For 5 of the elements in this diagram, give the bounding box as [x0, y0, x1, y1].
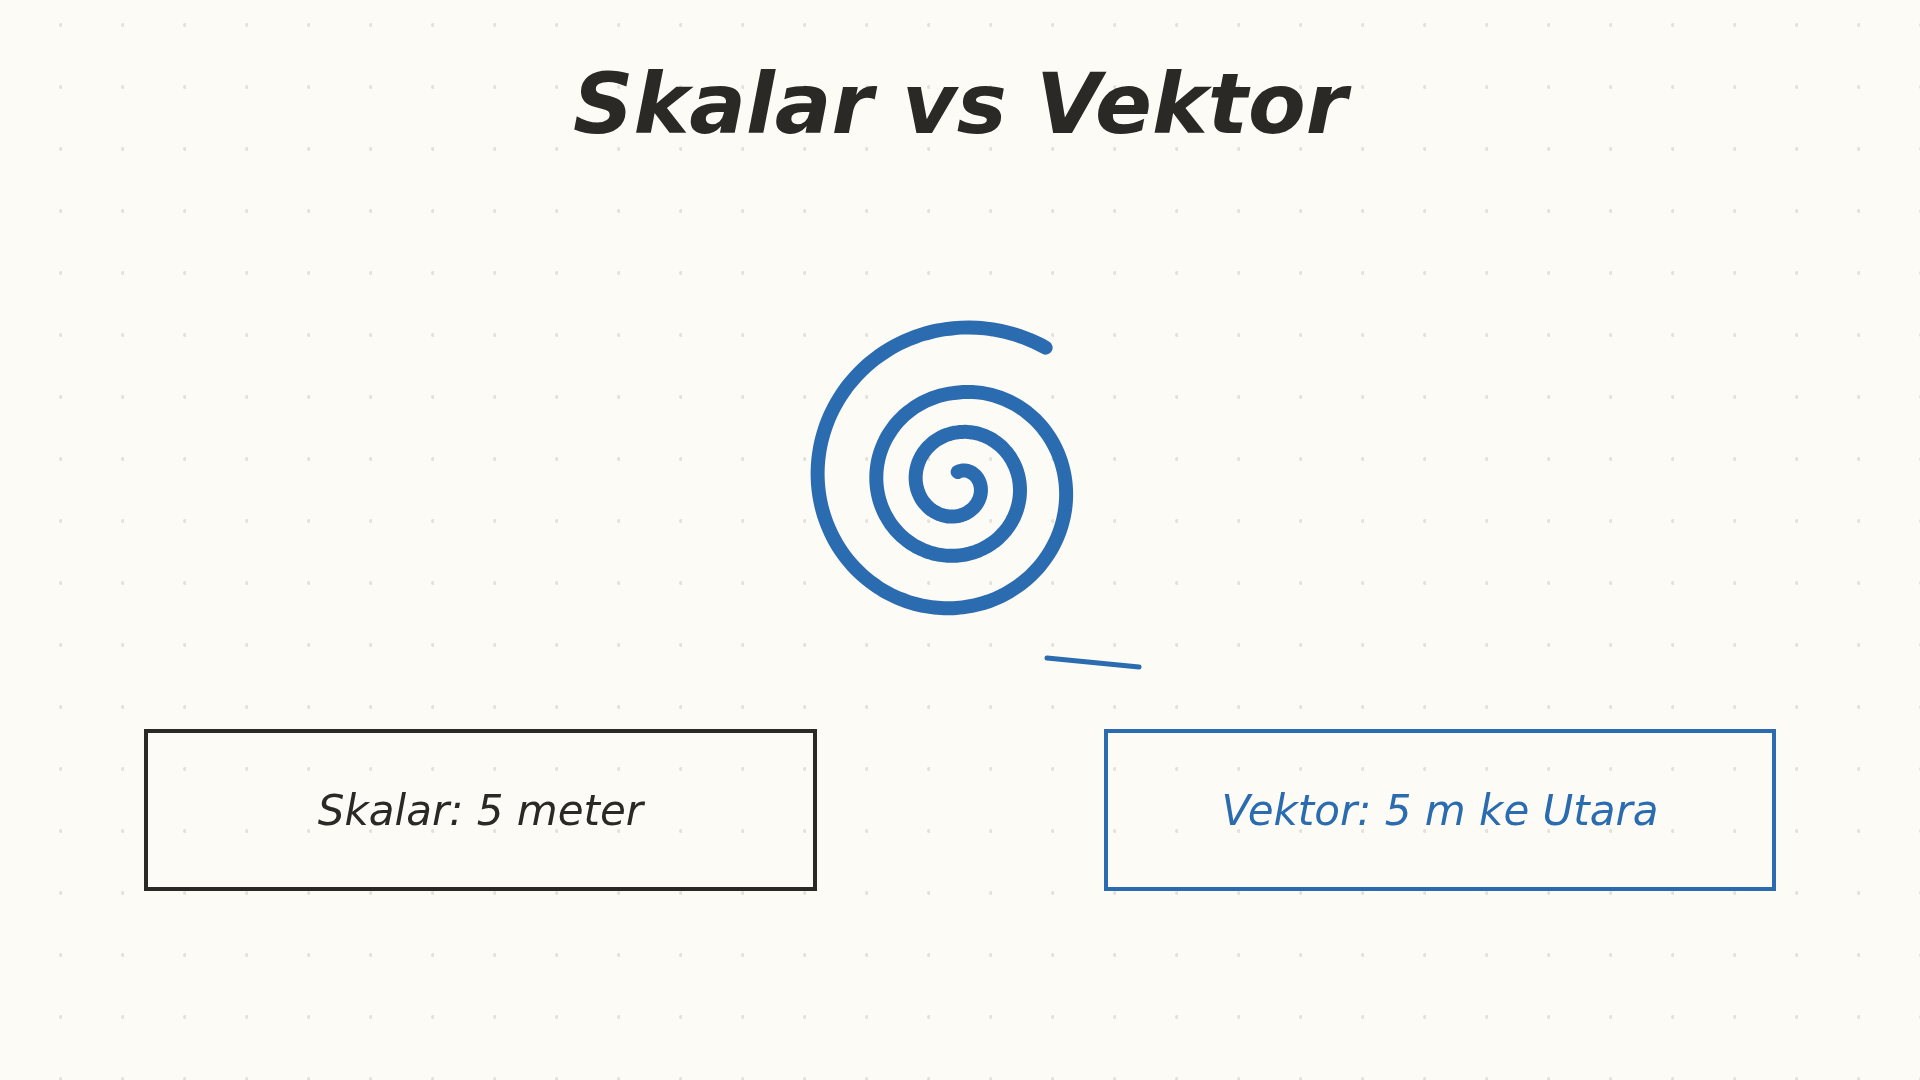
title: Skalar vs Vektor	[0, 55, 1920, 153]
box-label: Vektor: 5 m ke Utara	[1221, 785, 1659, 835]
text-box	[144, 729, 817, 891]
text-box	[1104, 729, 1776, 891]
box-label: Skalar: 5 meter	[317, 785, 644, 835]
